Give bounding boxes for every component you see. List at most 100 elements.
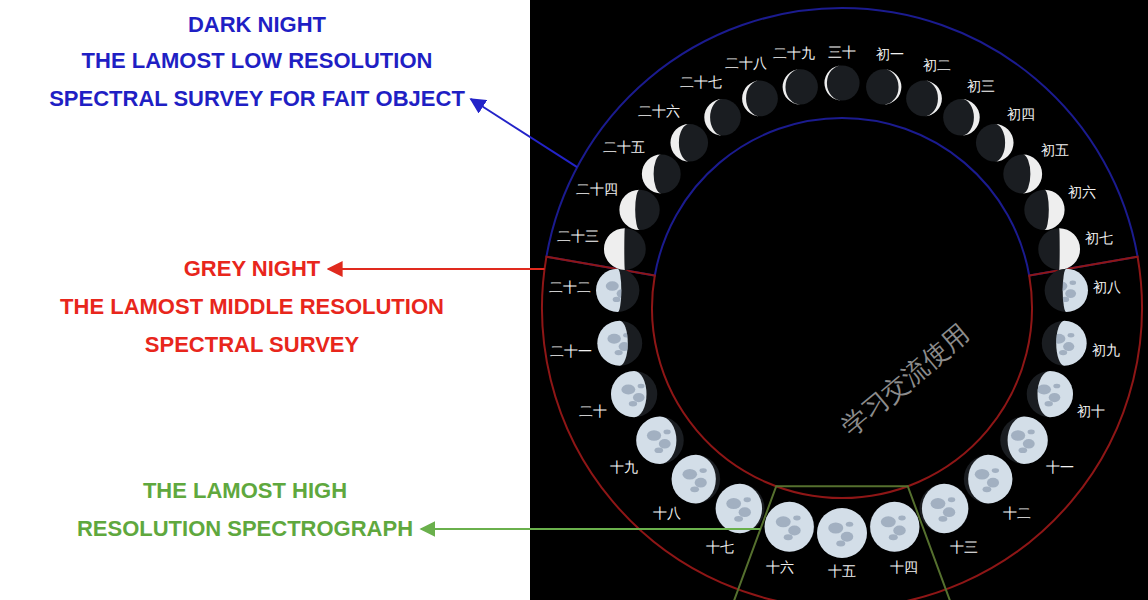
moon-phase — [1000, 416, 1048, 464]
moon-lit-side — [922, 484, 968, 533]
moon-dark-side — [636, 416, 684, 464]
moon-dark-side — [1000, 416, 1048, 464]
moon-dark-side — [906, 81, 942, 117]
moon-dark-side — [964, 455, 1013, 504]
moon-phase — [824, 65, 859, 100]
moon-phase — [1042, 321, 1087, 366]
moon-dark-side — [817, 508, 867, 558]
moon-lit-side — [619, 190, 639, 230]
moon-lit-side — [870, 502, 919, 552]
moon-phase — [1027, 371, 1073, 417]
moon-phase — [817, 508, 867, 558]
moon-dark-side — [604, 228, 646, 270]
lunar-day-label: 初二 — [923, 57, 951, 73]
moon-phase — [597, 321, 642, 366]
moon-group — [596, 65, 1088, 558]
leader-line — [471, 99, 577, 167]
moon-maria — [881, 516, 906, 541]
moon-phase — [704, 99, 741, 136]
moon-dark-side — [1003, 155, 1042, 194]
lunar-day-label: 初四 — [1007, 106, 1035, 122]
leader-line — [421, 528, 760, 530]
moon-maria — [683, 468, 707, 492]
moon-maria — [1011, 430, 1035, 454]
moon-lit-side — [1037, 371, 1073, 417]
callout-heading: DARK NIGHT — [188, 6, 326, 44]
night-sky-panel — [530, 0, 1148, 600]
callout-text: THE LAMOST MIDDLE RESOLUTION SPECTRAL SU… — [60, 288, 444, 364]
lunar-day-label: 初十 — [1077, 403, 1105, 419]
moon-dark-side — [1024, 190, 1064, 230]
moon-maria — [776, 516, 801, 541]
moon-maria — [931, 497, 956, 521]
moon-maria — [607, 333, 629, 355]
moon-phase — [670, 124, 708, 162]
moon-phase — [742, 81, 778, 117]
moon-lit-side — [884, 69, 902, 104]
moon-dark-side — [619, 190, 659, 230]
lunar-day-label: 二十九 — [773, 45, 815, 61]
moon-lit-side — [642, 155, 661, 194]
moon-phase — [783, 69, 818, 104]
moon-phase — [619, 190, 659, 230]
moon-phase — [906, 81, 942, 117]
moon-lit-side — [670, 124, 689, 162]
moon-phase — [943, 99, 980, 136]
moon-lit-side — [672, 455, 716, 504]
moon-maria — [828, 522, 853, 547]
moon-maria — [1052, 333, 1074, 355]
moon-lit-side — [704, 99, 722, 136]
moon-lit-side — [765, 502, 814, 552]
grey-night-band — [542, 257, 1142, 600]
moon-lit-side — [817, 508, 867, 558]
moon-phase — [964, 455, 1013, 504]
moon-dark-side — [1038, 228, 1080, 270]
moon-lit-side — [1008, 416, 1048, 464]
moon-lit-side — [824, 65, 842, 100]
lunar-day-label: 初九 — [1092, 342, 1120, 358]
moon-lit-side — [1023, 155, 1042, 194]
moon-phase — [1045, 269, 1088, 312]
moon-lit-side — [961, 99, 979, 136]
lunar-day-label: 十一 — [1046, 459, 1074, 475]
moon-dark-side — [596, 269, 639, 312]
lunar-day-label: 二十六 — [638, 103, 680, 119]
lunar-day-label: 十二 — [1003, 505, 1031, 521]
moon-lit-side — [968, 455, 1012, 504]
lunar-day-label: 二十五 — [603, 139, 645, 155]
moon-maria — [647, 430, 671, 454]
moon-lit-side — [1063, 269, 1088, 312]
moon-dark-side — [715, 484, 764, 533]
moon-maria — [975, 468, 999, 492]
moon-maria — [606, 281, 628, 302]
lunar-day-label: 二十七 — [680, 74, 722, 90]
lunar-day-label: 二十一 — [550, 343, 592, 359]
moon-phase — [870, 502, 920, 552]
leader-line — [328, 268, 544, 270]
lunar-day-label: 十三 — [950, 539, 978, 555]
moon-phase — [642, 155, 681, 194]
moon-phase — [866, 69, 901, 104]
moon-dark-side — [943, 99, 980, 136]
lunar-day-label: 初一 — [876, 46, 904, 62]
moon-phase — [715, 484, 764, 533]
lunar-day-label: 初八 — [1093, 279, 1121, 295]
lunar-day-label: 十九 — [610, 459, 638, 475]
moon-lit-side — [596, 269, 621, 312]
lunar-day-label: 二十 — [579, 403, 607, 419]
lunar-day-label: 十四 — [890, 559, 918, 575]
moon-phase — [1024, 190, 1064, 230]
moon-phase — [919, 484, 968, 533]
moon-phase — [604, 228, 646, 270]
lunar-day-label: 初七 — [1085, 230, 1113, 246]
moon-dark-side — [765, 502, 815, 552]
moon-dark-side — [824, 65, 859, 100]
lunar-day-label: 二十二 — [549, 279, 591, 295]
moon-dark-side — [870, 502, 920, 552]
lunar-day-label: 二十三 — [557, 228, 599, 244]
moon-dark-side — [976, 124, 1014, 162]
lunar-day-label: 二十四 — [576, 181, 618, 197]
moon-dark-side — [742, 81, 778, 117]
moon-lit-side — [995, 124, 1014, 162]
moon-dark-side — [919, 484, 968, 533]
